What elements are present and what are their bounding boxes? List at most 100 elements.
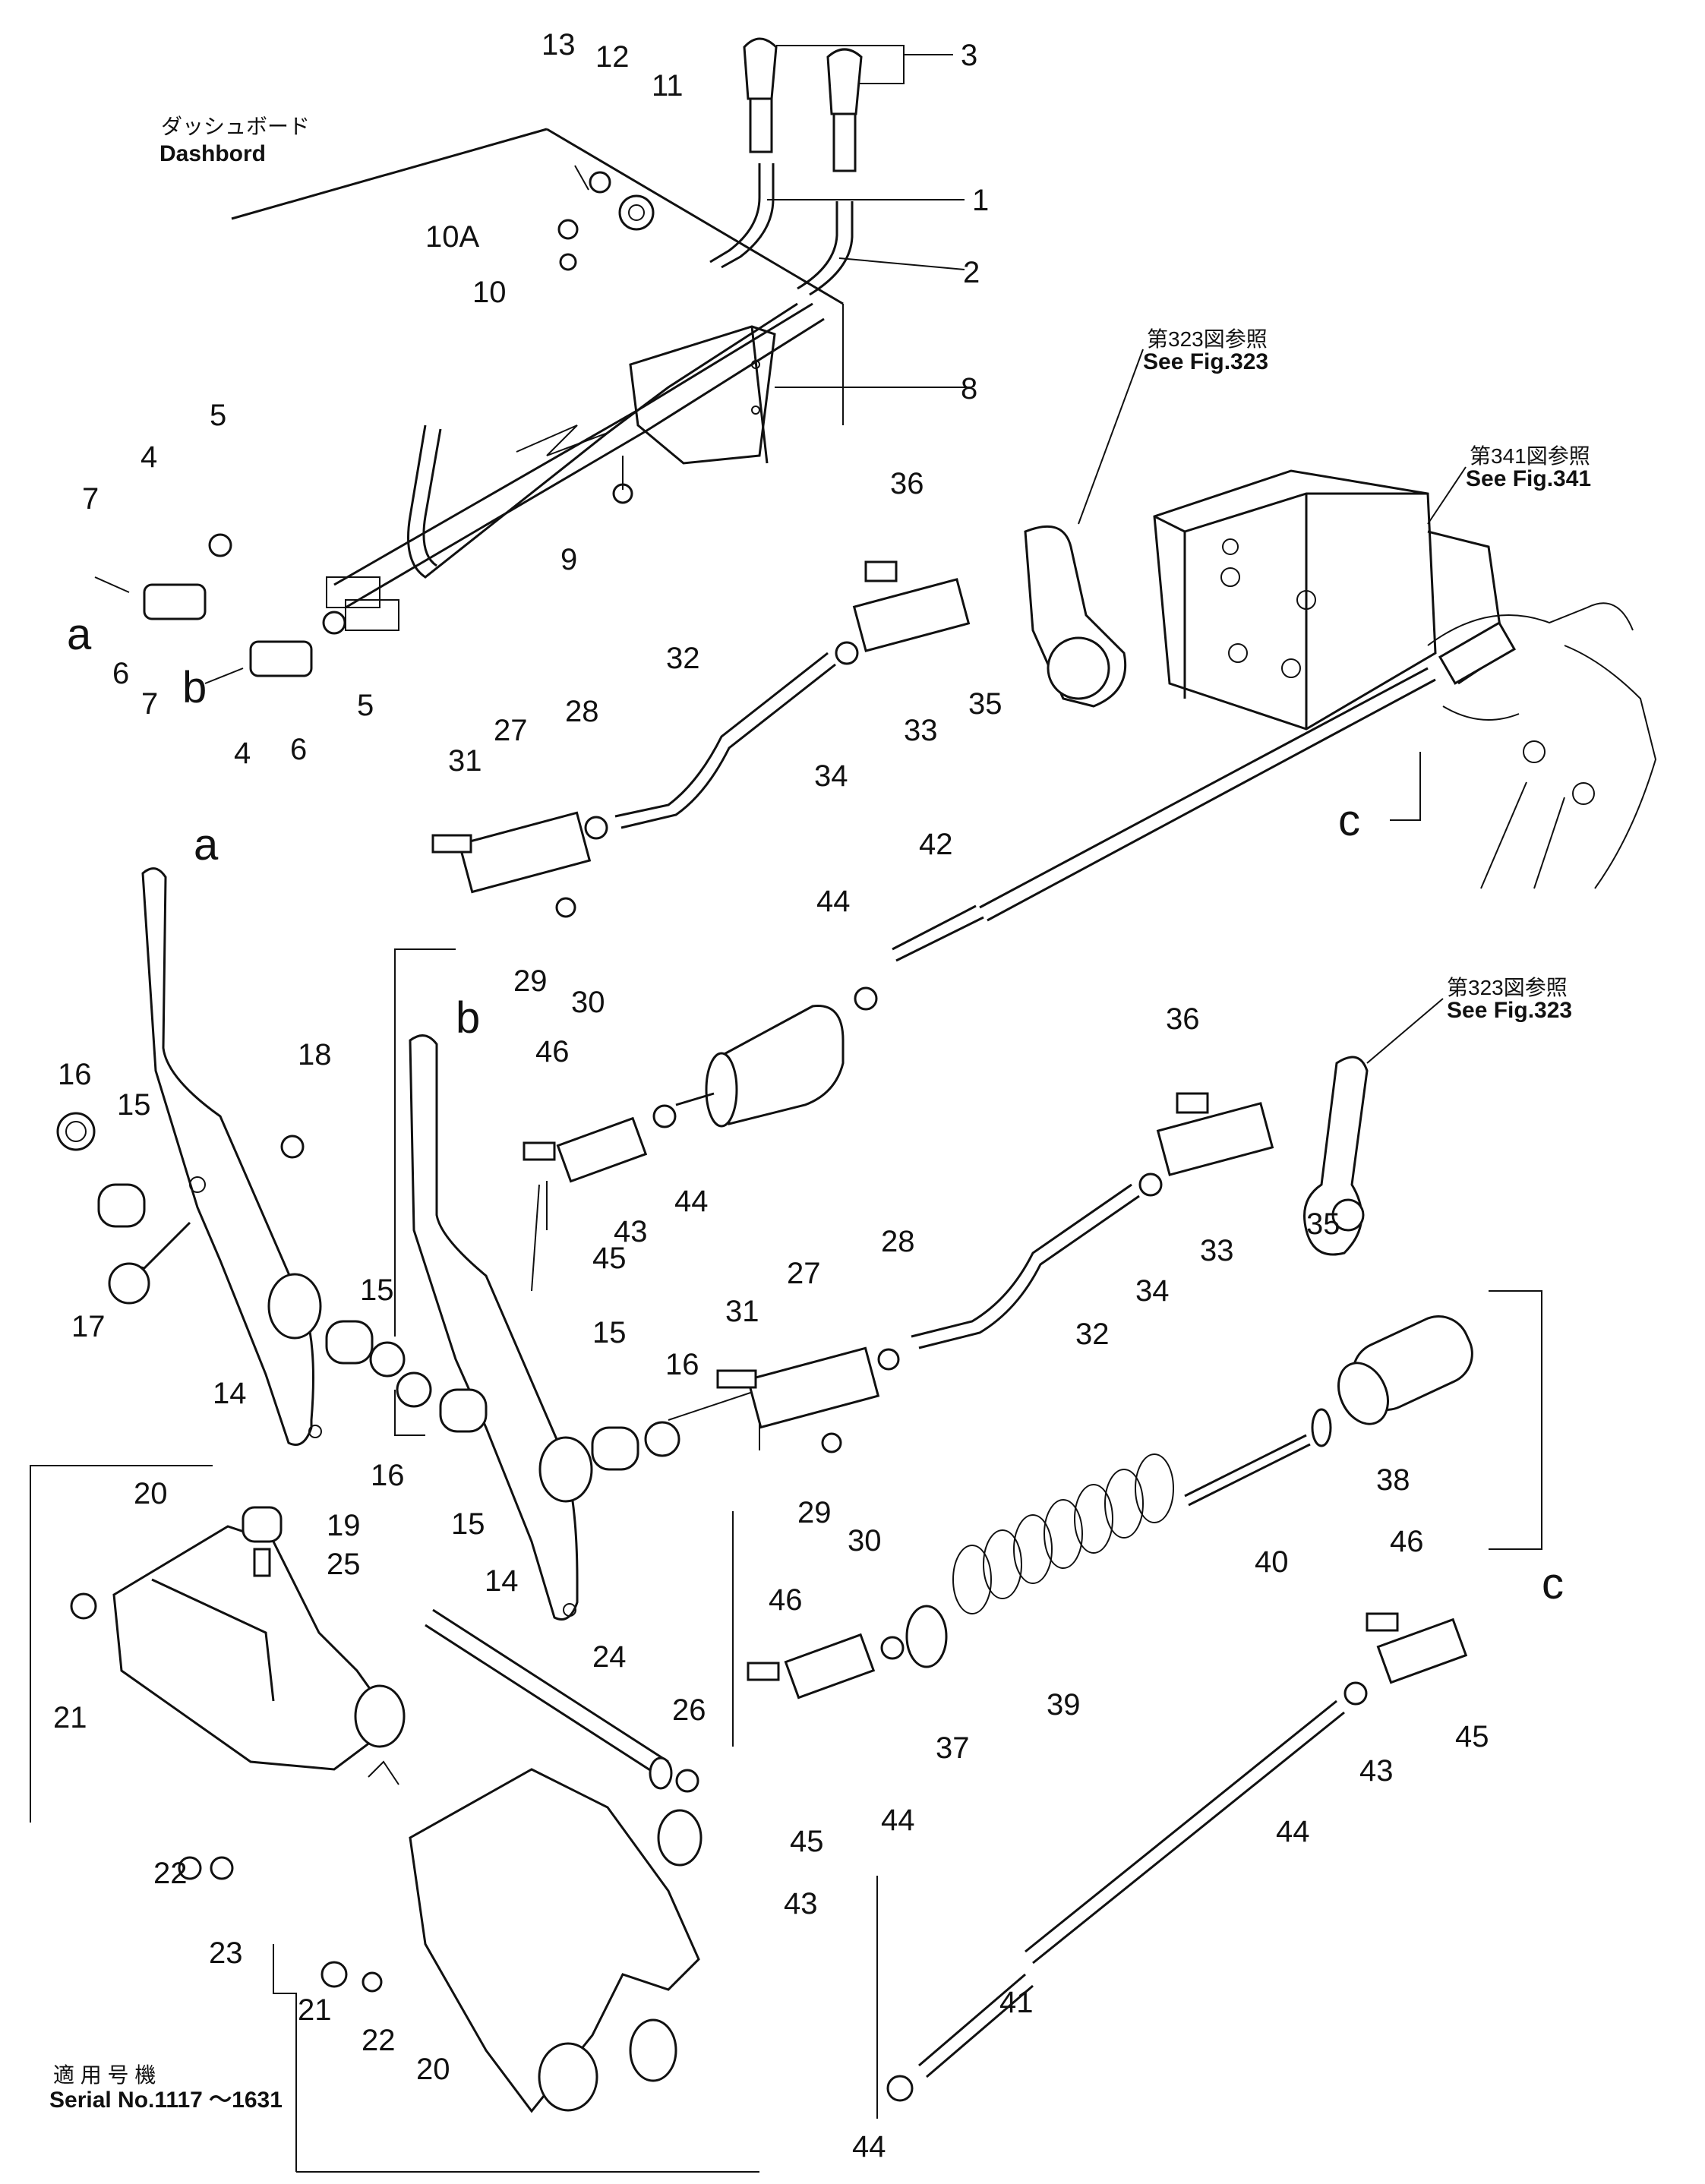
bracket-8 <box>629 325 972 465</box>
bracket-20-lower <box>273 1760 759 2173</box>
part-label: 4 <box>234 737 251 770</box>
part-label: 36 <box>890 467 924 500</box>
part-label: 33 <box>904 714 938 747</box>
linkage-rod-32-lower <box>911 1172 1163 1349</box>
part-label: 35 <box>1306 1207 1340 1241</box>
part-label: 29 <box>797 1496 832 1529</box>
part-label: 43 <box>1359 1754 1394 1788</box>
clevis-27-lower <box>716 1346 900 1453</box>
part-label: 16 <box>58 1058 92 1091</box>
part-label: 31 <box>448 744 482 778</box>
lever-knob-right <box>826 48 863 172</box>
part-label: 41 <box>999 1986 1034 2019</box>
part-label: 46 <box>1390 1525 1424 1558</box>
part-label: 28 <box>881 1225 915 1258</box>
part-label: 2 <box>963 256 980 289</box>
part-label: 16 <box>371 1459 405 1492</box>
linkage-rod-32-upper <box>614 652 836 829</box>
lever-arms <box>326 302 825 631</box>
see-fig341-en: See Fig.341 <box>1466 466 1591 491</box>
arm-fig323-upper <box>1024 525 1127 708</box>
coil-spring-39 <box>952 1453 1174 1614</box>
part-label: 15 <box>117 1088 151 1122</box>
part-label: 5 <box>357 689 374 722</box>
part-label: 43 <box>784 1887 818 1920</box>
part-label: 36 <box>1166 1002 1200 1036</box>
bracket-20-upper <box>30 1465 406 1880</box>
part-label: 13 <box>541 28 576 62</box>
arm-fig323-lower <box>1303 1056 1369 1256</box>
part-label: 45 <box>592 1242 627 1275</box>
damper-cylinder <box>652 986 878 1128</box>
part-label: 15 <box>360 1273 394 1307</box>
see-fig323-lower-jp: 第323図参照 <box>1447 976 1568 999</box>
part-label: 28 <box>565 695 599 728</box>
part-label: 44 <box>816 885 851 918</box>
lever-knob-left <box>743 37 778 153</box>
part-label: 7 <box>141 687 158 721</box>
leader-3 <box>776 45 905 84</box>
part-label: 11 <box>652 69 684 103</box>
see-fig323-lower-en: See Fig.323 <box>1447 998 1572 1023</box>
part-label: 12 <box>595 40 630 74</box>
part-label: 15 <box>592 1316 627 1349</box>
part-number-labels: 13 12 11 3 1 2 10A 10 8 5 4 7 6 7 4 6 5 … <box>53 28 1489 2163</box>
part-label: 22 <box>153 1857 188 1890</box>
part-label: 3 <box>961 39 977 72</box>
part-label: 44 <box>1276 1815 1310 1848</box>
part-label: 29 <box>513 964 548 998</box>
pedal-lever-a <box>141 867 322 1446</box>
part-label: 26 <box>672 1693 706 1727</box>
part-label: 19 <box>327 1509 361 1542</box>
spring-assembly <box>905 1290 1542 1668</box>
part-label: 32 <box>1075 1318 1110 1351</box>
part-label: 20 <box>416 2053 450 2086</box>
pedal-lever-b <box>409 1034 593 1621</box>
part-label: 22 <box>362 2024 396 2057</box>
part-label: 17 <box>71 1310 106 1343</box>
part-label: 39 <box>1047 1688 1081 1722</box>
serial-label-en: Serial No.1117 ～1631 <box>49 2088 283 2113</box>
dashboard-label-en: Dashbord <box>159 141 266 166</box>
rod-42 <box>892 621 1517 962</box>
part-label: 5 <box>210 399 226 432</box>
part-label: 10 <box>472 276 507 309</box>
part-label: 4 <box>141 440 157 474</box>
serial-label-jp: 適 用 号 機 <box>53 2063 156 2087</box>
transmission-box <box>1153 469 1505 731</box>
part-label: 9 <box>560 543 577 576</box>
clevis-33-upper <box>835 560 971 665</box>
ref-letter: c <box>1338 796 1360 845</box>
ref-letter: b <box>456 993 480 1043</box>
part-label: 38 <box>1376 1463 1410 1497</box>
dashboard-label-jp: ダッシュボード <box>161 115 310 138</box>
part-label: 33 <box>1200 1234 1234 1267</box>
part-label: 14 <box>213 1377 247 1410</box>
part-label: 35 <box>968 687 1002 721</box>
part-label: 16 <box>665 1348 699 1381</box>
see-fig323-jp: 第323図参照 <box>1147 327 1268 351</box>
part-label: 6 <box>290 733 307 766</box>
part-label: 32 <box>666 642 700 675</box>
right-engine-outline <box>1427 602 1657 889</box>
see-fig341-jp: 第341図参照 <box>1470 444 1590 468</box>
part-label: 24 <box>592 1640 627 1674</box>
part-label: 18 <box>298 1038 332 1071</box>
part-label: 21 <box>298 1993 332 2027</box>
clevis-27-upper <box>431 811 608 918</box>
part-label: 8 <box>961 372 977 406</box>
part-label: 1 <box>972 184 989 217</box>
part-label: 37 <box>936 1731 970 1765</box>
part-label: 34 <box>1135 1274 1170 1308</box>
part-label: 20 <box>134 1477 168 1510</box>
part-label: 44 <box>852 2130 886 2163</box>
ref-letter: c <box>1542 1559 1564 1608</box>
part-label: 34 <box>814 759 848 793</box>
ref-letter: a <box>194 820 219 869</box>
part-label: 30 <box>571 986 605 1019</box>
part-label: 15 <box>451 1507 485 1541</box>
ref-letter: b <box>182 663 207 712</box>
clevis-33-lower <box>1156 1092 1274 1176</box>
